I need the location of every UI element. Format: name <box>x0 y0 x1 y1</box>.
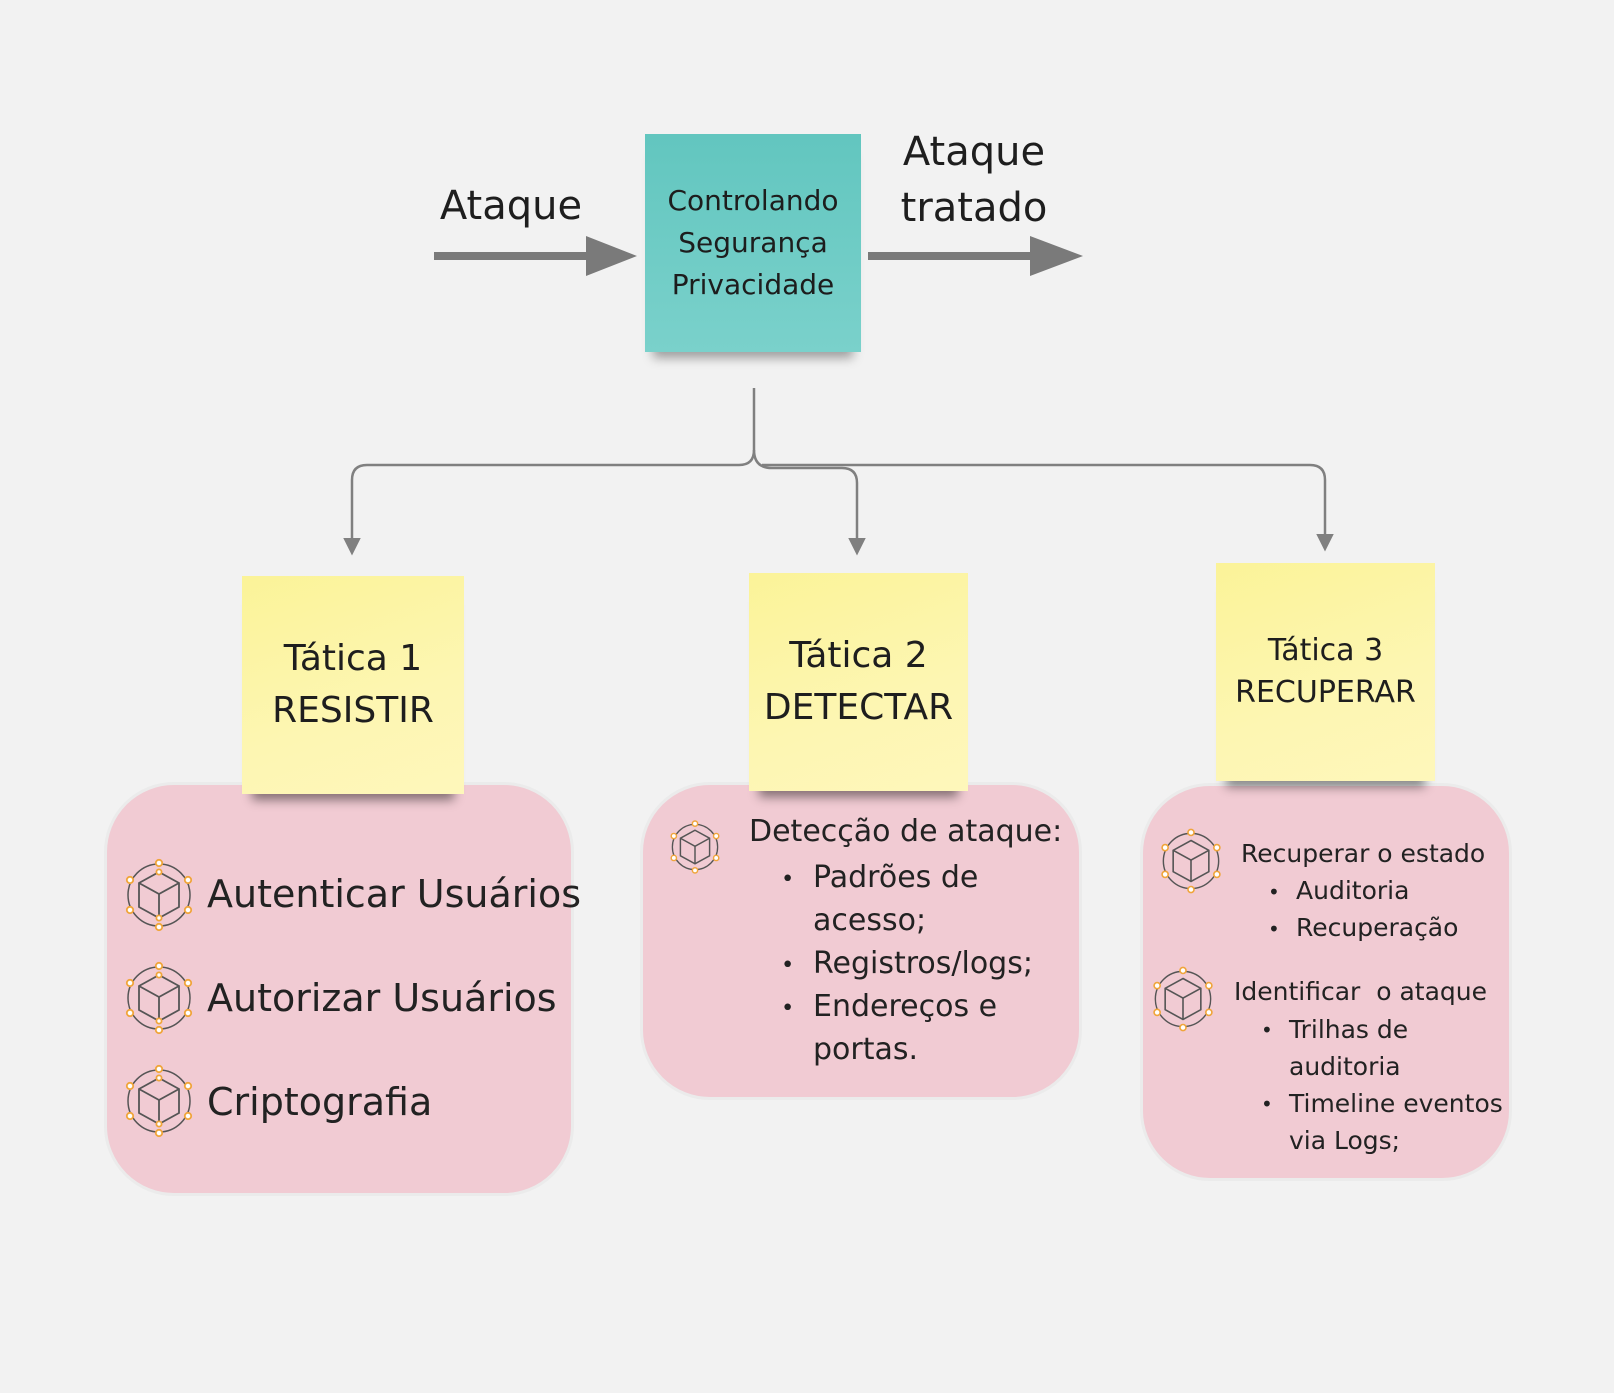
detect-bullet-2: Registros/logs; <box>781 942 1033 987</box>
resist-item-2: Autorizar Usuários <box>207 976 557 1020</box>
tactic-3-action: RECUPERAR <box>1235 675 1416 710</box>
cube-network-icon <box>1153 966 1213 1032</box>
recover-bullet-audit: Auditoria <box>1268 873 1410 910</box>
detect-bullet-3: Endereços e portas. <box>781 985 997 1071</box>
center-sticky-note: Controlando Segurança Privacidade <box>645 134 861 352</box>
cube-network-icon <box>125 961 193 1035</box>
input-label: Ataque <box>439 183 583 229</box>
center-line-2: Segurança <box>678 226 828 259</box>
output-label: Ataque tratado <box>893 124 1055 236</box>
tactic-1-action: RESISTIR <box>272 690 434 731</box>
resist-item-3: Criptografia <box>207 1080 433 1124</box>
recover-bullet-recovery: Recuperação <box>1268 910 1459 947</box>
tactic-1-title: Tática 1 <box>283 638 423 679</box>
branch-to-tactic-2 <box>752 449 866 556</box>
tactic-2-title: Tática 2 <box>789 635 928 676</box>
recover-bullet-timeline: Timeline eventos via Logs; <box>1261 1085 1503 1159</box>
output-label-line-1: Ataque <box>902 129 1046 175</box>
center-line-1: Controlando <box>667 184 839 217</box>
tactic-3-sticky: Tática 3 RECUPERAR <box>1216 563 1435 781</box>
recover-bullet-trails: Trilhas de auditoria <box>1261 1011 1408 1085</box>
tactic-3-title: Tática 3 <box>1267 633 1384 668</box>
tactic-1-sticky: Tática 1 RESISTIR <box>242 576 464 794</box>
cube-network-icon <box>1161 828 1221 894</box>
cube-network-icon <box>670 820 720 874</box>
branch-lines <box>343 388 1334 556</box>
recover-heading-1: Recuperar o estado <box>1241 839 1486 868</box>
branch-to-tactic-1 <box>343 388 756 556</box>
cube-network-icon <box>125 858 193 932</box>
detect-bullet-1: Padrões de acesso; <box>781 856 978 942</box>
tactic-2-action: DETECTAR <box>763 687 954 728</box>
center-line-3: Privacidade <box>671 268 835 301</box>
input-arrow <box>434 236 637 276</box>
branch-to-tactic-3 <box>762 463 1334 552</box>
output-label-line-2: tratado <box>900 185 1048 231</box>
detect-heading: Detecção de ataque: <box>749 814 1063 849</box>
resist-item-1: Autenticar Usuários <box>207 872 581 916</box>
tactic-2-sticky: Tática 2 DETECTAR <box>749 573 968 791</box>
cube-network-icon <box>125 1064 193 1138</box>
output-arrow <box>868 236 1083 276</box>
recover-heading-2: Identificar o ataque <box>1234 977 1487 1006</box>
